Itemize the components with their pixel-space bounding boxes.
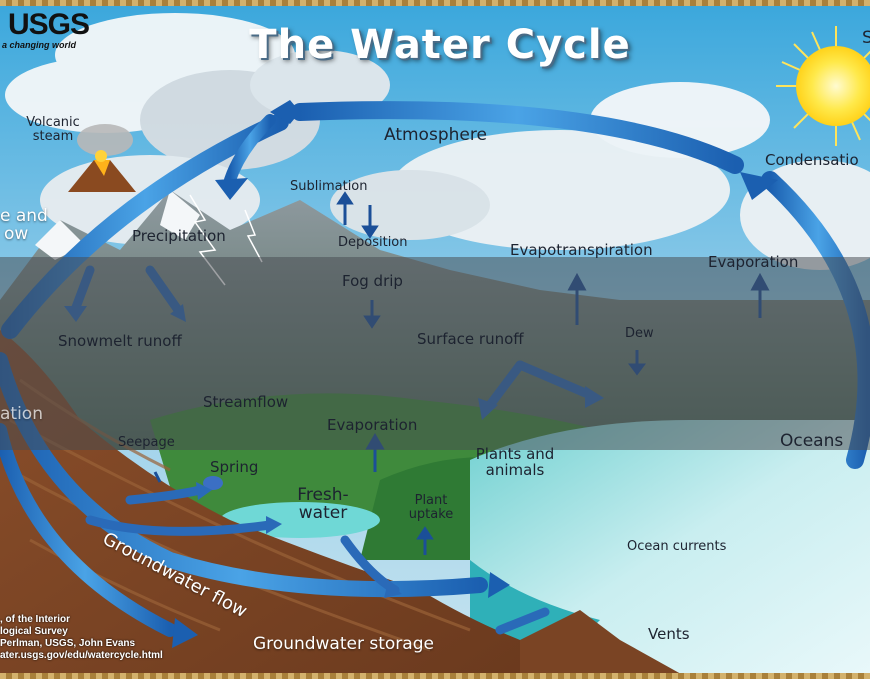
logo-tagline: a changing world <box>2 40 77 50</box>
label-ation: ation <box>0 404 43 424</box>
spring-icon <box>203 476 223 490</box>
logo-mark: USGS <box>8 8 90 41</box>
label-groundwater-storage: Groundwater storage <box>253 634 434 654</box>
label-oceans: Oceans <box>780 431 844 451</box>
label-ocean-currents: Ocean currents <box>627 539 727 554</box>
label-sublimation: Sublimation <box>290 179 368 194</box>
volcano-icon <box>68 124 136 192</box>
label-snowmelt-runoff: Snowmelt runoff <box>58 332 182 350</box>
credits: , of the Interior logical Survey Perlman… <box>0 614 163 662</box>
label-evaporation-ocean: Evaporation <box>708 253 799 271</box>
credit-line: Perlman, USGS, John Evans <box>0 638 136 649</box>
credit-url[interactable]: ater.usgs.gov/edu/watercycle.html <box>0 650 163 661</box>
label-vents: Vents <box>648 625 690 643</box>
label-precipitation: Precipitation <box>132 227 226 245</box>
cycle-arrowheads <box>172 100 778 648</box>
label-evapotranspiration: Evapotranspiration <box>510 241 653 259</box>
label-evaporation-lake: Evaporation <box>327 416 418 434</box>
diagram-title: The Water Cycle <box>249 22 631 68</box>
credit-line: , of the Interior <box>0 614 70 625</box>
label-deposition: Deposition <box>338 235 408 250</box>
top-border <box>0 0 870 6</box>
label-surface-runoff: Surface runoff <box>417 330 524 348</box>
label-spring: Spring <box>210 458 259 476</box>
label-freshwater: Fresh-water <box>297 485 349 523</box>
sun-icon <box>776 26 870 146</box>
bottom-border <box>0 673 870 679</box>
label-sun: S <box>862 28 870 48</box>
label-seepage: Seepage <box>118 435 175 450</box>
label-fog-drip: Fog drip <box>342 272 403 290</box>
label-atmosphere: Atmosphere <box>384 125 487 145</box>
label-condensation: Condensatio <box>765 151 859 169</box>
label-streamflow: Streamflow <box>203 393 289 411</box>
credit-line: logical Survey <box>0 626 68 637</box>
translucent-band <box>0 257 870 450</box>
usgs-logo[interactable]: USGS a changing world <box>0 8 90 51</box>
label-dew: Dew <box>625 326 654 341</box>
